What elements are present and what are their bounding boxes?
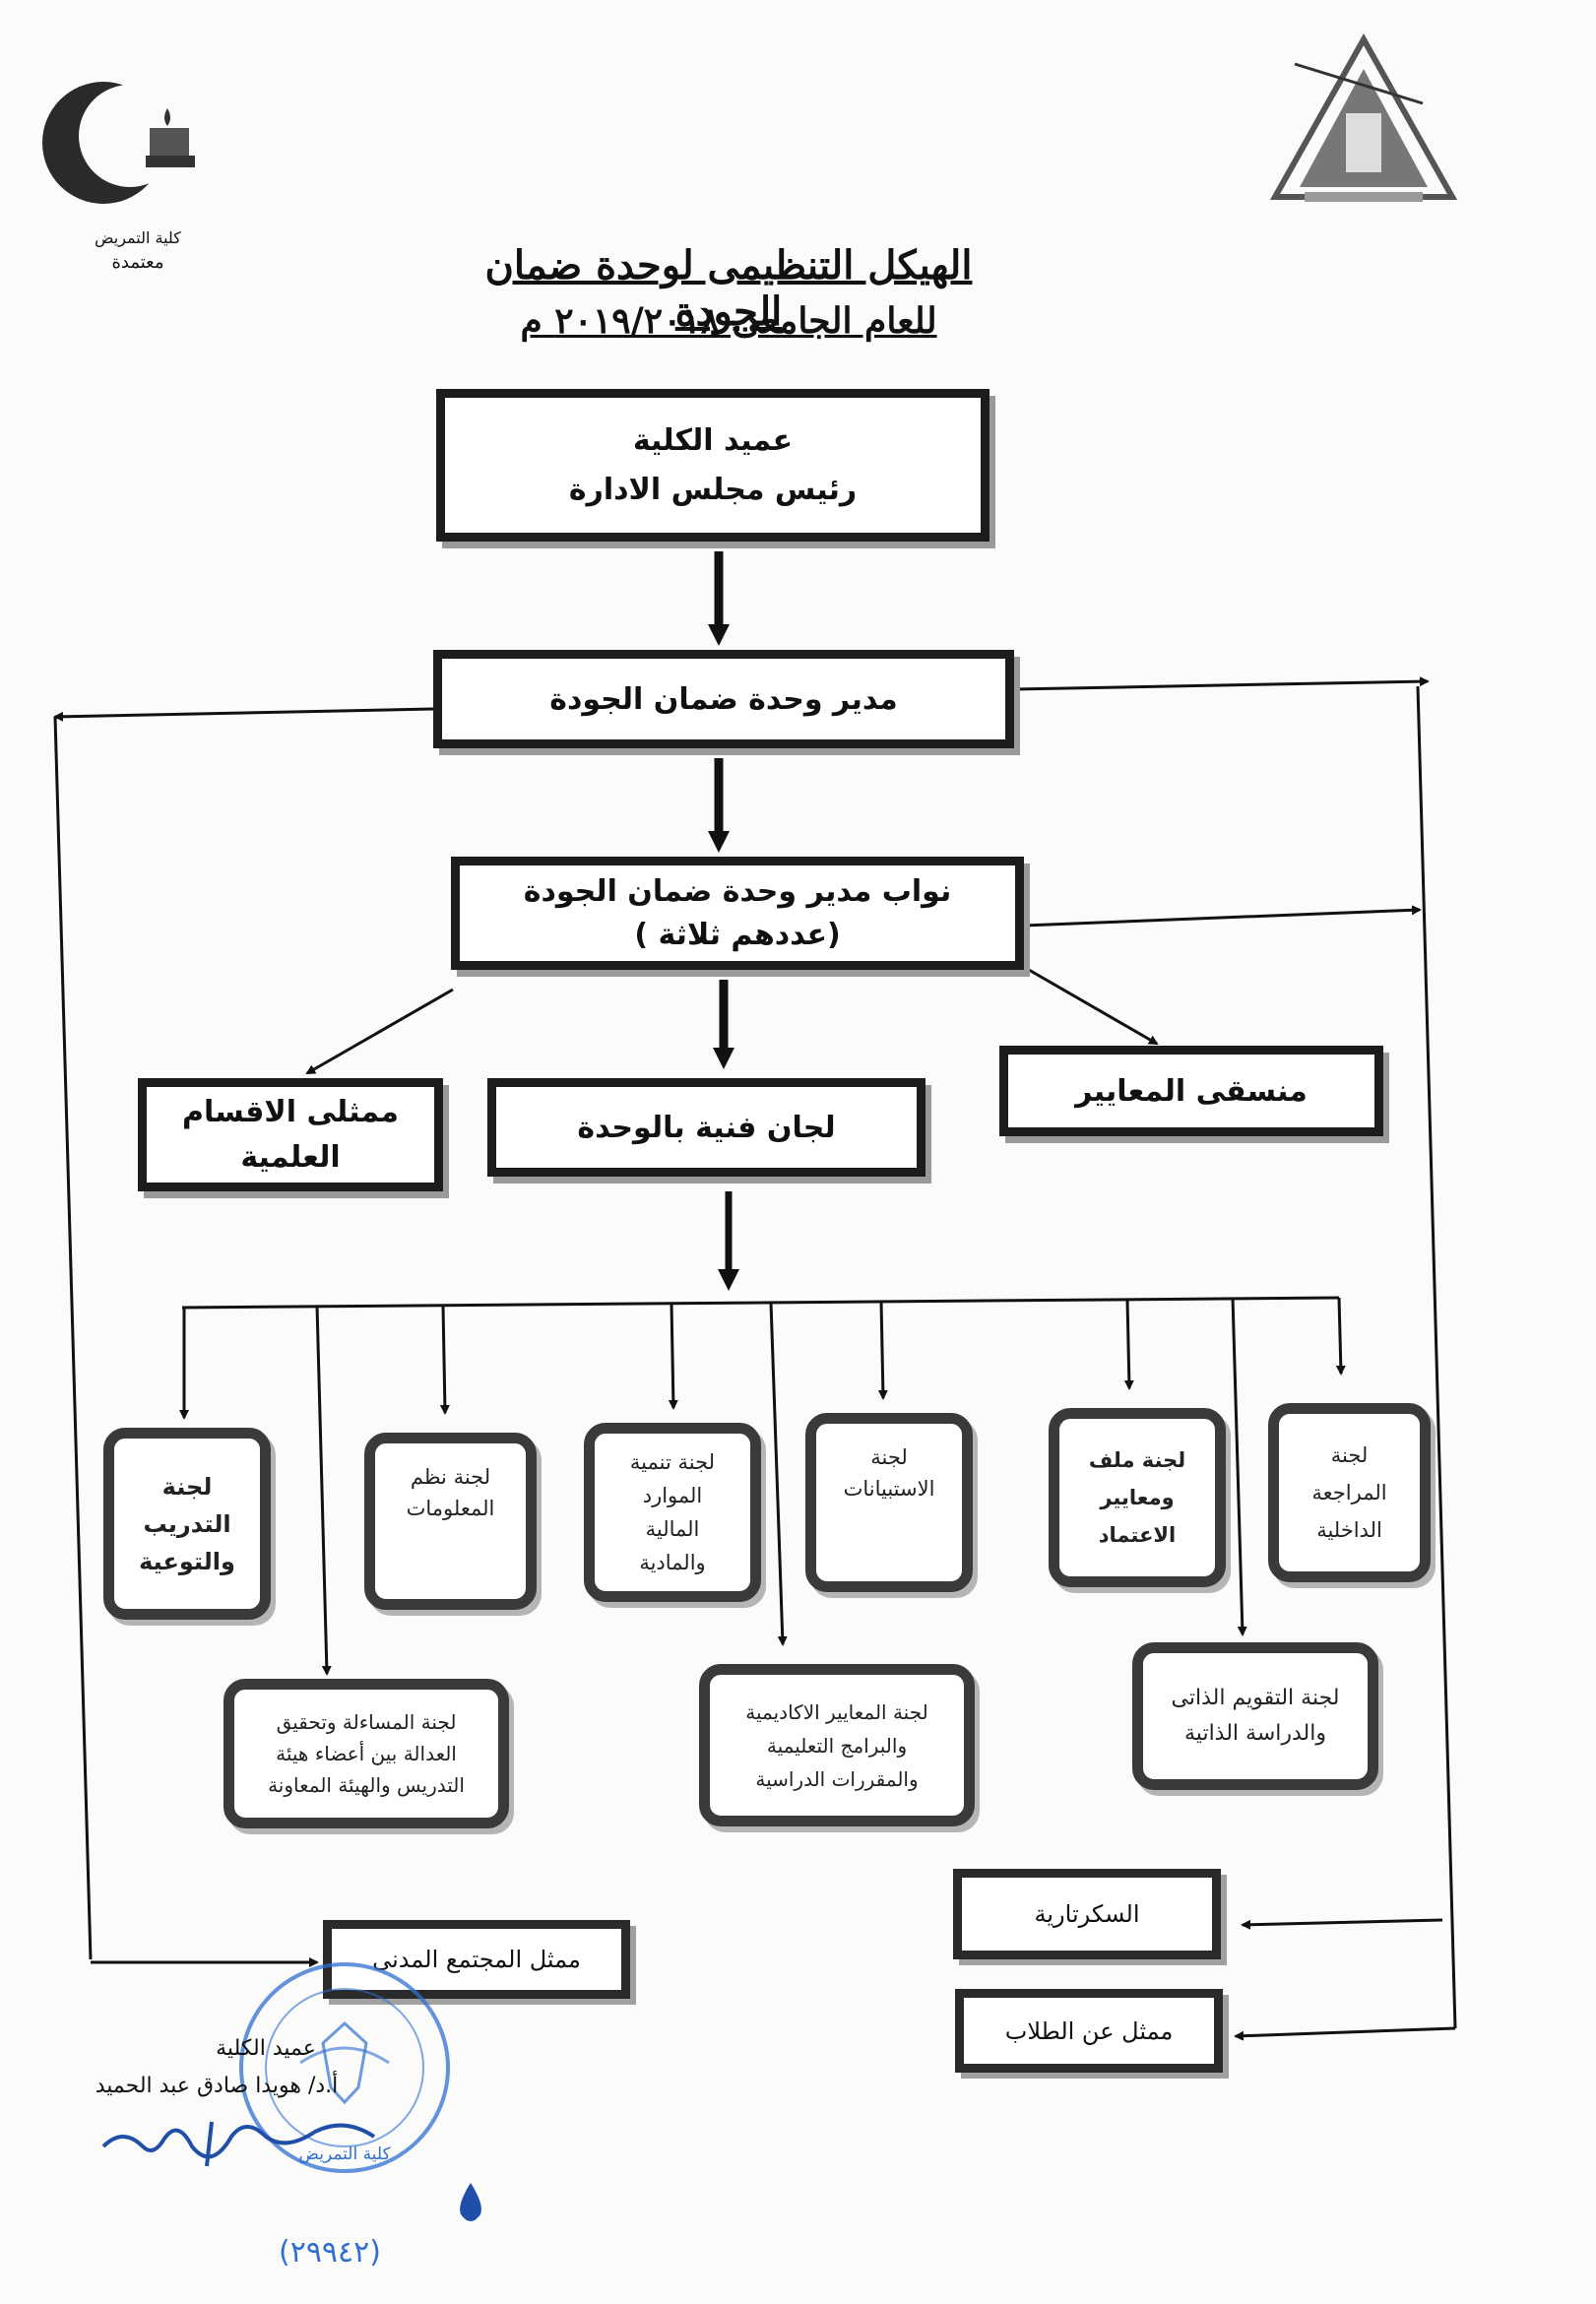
committee-line: لجنة نظم: [410, 1465, 491, 1489]
secretariat-label: السكرتارية: [1034, 1900, 1140, 1928]
signature-scribble-icon: [101, 2121, 376, 2167]
committee-resources: لجنة تنمية الموارد المالية والمادية: [584, 1423, 761, 1602]
handwritten-signature: [94, 2107, 418, 2176]
committee-line: لجنة: [870, 1445, 908, 1469]
chart-subtitle: للعام الجامعى ٢٠١٩/٢٠١٨ م: [520, 300, 937, 342]
student-rep-box: ممثل عن الطلاب: [955, 1989, 1223, 2073]
committee-line: لجنة: [161, 1472, 213, 1501]
deputies-count: (عددهم ثلاثة ): [634, 917, 841, 952]
committee-self-evaluation: لجنة التقويم الذاتى والدراسة الذاتية: [1132, 1642, 1378, 1790]
committee-line: لجنة التقويم الذاتى: [1171, 1686, 1340, 1710]
official-stamp: [231, 1954, 458, 2181]
committee-line: والبرامج التعليمية: [766, 1733, 908, 1758]
director-title: مدير وحدة ضمان الجودة: [549, 681, 898, 717]
eagle-stamp-icon: [239, 1962, 450, 2173]
committee-line: لجنة المعايير الاكاديمية: [745, 1699, 928, 1724]
signature-title: عميد الكلية: [216, 2036, 316, 2061]
university-emblem-icon: [1269, 32, 1458, 202]
committee-academic-standards: لجنة المعايير الاكاديمية والبرامج التعلي…: [699, 1664, 975, 1826]
committee-line: لجنة ملف: [1088, 1448, 1186, 1472]
committee-line: والمقررات الدراسية: [755, 1766, 919, 1791]
signature-number: (٢٩٩٤٢): [278, 2235, 381, 2270]
committee-line: لجنة المساءلة وتحقيق: [276, 1710, 457, 1734]
dept-reps-box: ممثلى الاقسام العلمية: [138, 1078, 443, 1191]
student-rep-label: ممثل عن الطلاب: [1004, 2016, 1174, 2045]
logo-caption-accredited: معتمدة: [111, 252, 164, 273]
dean-box: عميد الكلية رئيس مجلس الادارة: [436, 389, 990, 542]
secretariat-box: السكرتارية: [953, 1869, 1221, 1959]
deputies-box: نواب مدير وحدة ضمان الجودة (عددهم ثلاثة …: [451, 857, 1024, 970]
committee-line: الموارد: [642, 1484, 703, 1507]
ink-drop: [451, 2181, 490, 2225]
signature-name: أ.د/ هويدا صادق عبد الحميد: [95, 2074, 339, 2098]
committee-line: لجنة تنمية: [629, 1450, 716, 1474]
university-logo: [1265, 30, 1462, 207]
committee-line: الداخلية: [1316, 1518, 1382, 1542]
dept-reps-line1: ممثلى الاقسام: [181, 1094, 400, 1129]
committee-line: لجنة: [1330, 1443, 1369, 1467]
stamp-label: كلية التمريض: [298, 2144, 391, 2164]
committee-accountability: لجنة المساءلة وتحقيق العدالة بين أعضاء ه…: [223, 1679, 509, 1828]
faculty-logo: [20, 69, 217, 266]
committee-line: ومعايير: [1100, 1486, 1175, 1509]
committee-training: لجنة التدريب والتوعية: [103, 1428, 271, 1620]
committee-accreditation: لجنة ملف ومعايير الاعتماد: [1049, 1408, 1226, 1587]
committee-line: التدريس والهيئة المعاونة: [268, 1773, 465, 1797]
tech-committees-title: لجان فنية بالوحدة: [577, 1110, 836, 1145]
chart-title: الهيكل التنظيمى لوحدة ضمان الجودة: [484, 242, 973, 335]
dean-role: رئيس مجلس الادارة: [568, 472, 858, 507]
committee-line: التدريب: [143, 1509, 231, 1538]
committee-internal-review: لجنة المراجعة الداخلية: [1268, 1403, 1431, 1582]
deputies-title: نواب مدير وحدة ضمان الجودة: [523, 873, 952, 909]
committee-line: الاعتماد: [1098, 1523, 1177, 1547]
committee-line: الاستبيانات: [843, 1477, 935, 1501]
crescent-logo-icon: [42, 82, 195, 204]
ink-blot-icon: [460, 2183, 481, 2221]
committee-surveys: لجنة الاستبيانات: [805, 1413, 973, 1592]
committee-line: والدراسة الذاتية: [1184, 1721, 1326, 1746]
committee-line: المالية: [645, 1517, 700, 1541]
committee-line: والمادية: [639, 1551, 706, 1574]
standards-coord-title: منسقى المعايير: [1075, 1073, 1308, 1109]
logo-caption-faculty: كلية التمريض: [95, 228, 181, 247]
standards-coord-box: منسقى المعايير: [999, 1046, 1383, 1136]
director-box: مدير وحدة ضمان الجودة: [433, 650, 1014, 748]
committee-line: المعلومات: [406, 1497, 495, 1520]
civil-rep-label: ممثل المجتمع المدنى: [372, 1946, 581, 1973]
committee-line: العدالة بين أعضاء هيئة: [276, 1742, 457, 1765]
civil-rep-box: ممثل المجتمع المدنى: [323, 1920, 630, 1999]
committee-line: المراجعة: [1311, 1481, 1387, 1504]
committee-line: والتوعية: [139, 1547, 235, 1575]
dept-reps-line2: العلمية: [240, 1139, 341, 1175]
dean-title: عميد الكلية: [632, 422, 794, 458]
committee-info-systems: لجنة نظم المعلومات: [364, 1433, 537, 1610]
tech-committees-box: لجان فنية بالوحدة: [487, 1078, 926, 1177]
